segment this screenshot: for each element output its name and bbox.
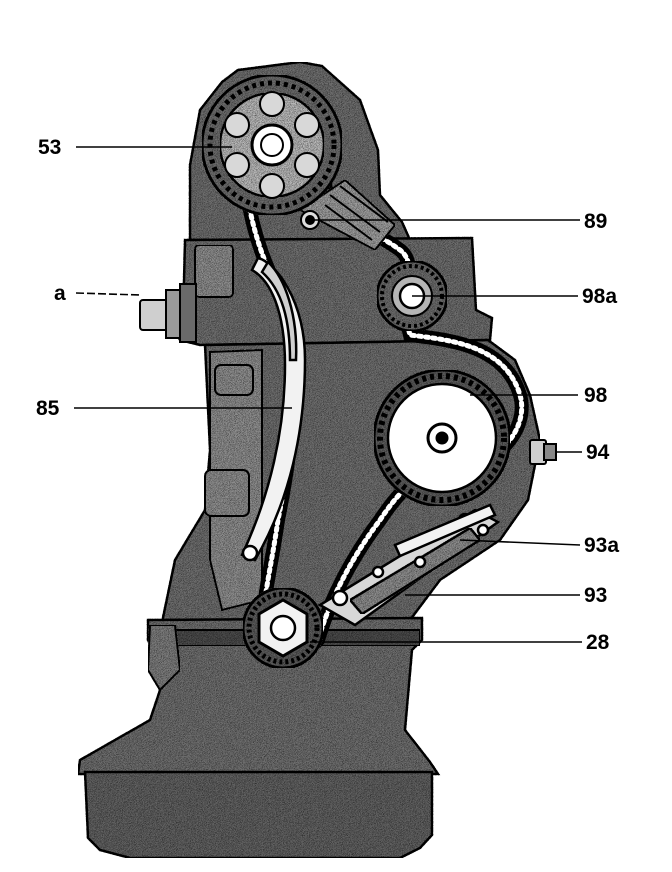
callout-98a: 98a [582, 285, 617, 308]
callout-93a: 93a [584, 534, 619, 557]
boss-left-1 [214, 364, 254, 396]
tensioner-89 [298, 178, 397, 252]
oil-sump [83, 770, 434, 860]
callout-85: 85 [36, 397, 60, 420]
rail-pivot-bottom [241, 544, 259, 562]
callout-94: 94 [586, 441, 610, 464]
crankshaft-sprocket-28 [241, 586, 325, 670]
callout-labels: 53 89 a 98a 85 98 94 93a 93 28 [36, 136, 619, 654]
tensioner-rail [240, 256, 307, 562]
callout-98: 98 [584, 384, 608, 407]
callout-89: 89 [584, 210, 607, 233]
mount-bolt-a [139, 283, 197, 343]
tensioner-plunger-93a [393, 503, 497, 558]
leader-93a [459, 539, 581, 546]
callout-93: 93 [584, 584, 607, 607]
rail-shoe [260, 260, 298, 362]
front-mount-ear [146, 624, 182, 692]
callout-a: a [54, 282, 66, 305]
leader-lines [74, 146, 582, 643]
chain-tensioner-93 [317, 503, 501, 627]
camshaft-sprocket [200, 73, 344, 217]
auxiliary-sprocket-98 [372, 368, 512, 508]
water-pump-pad [194, 244, 234, 298]
callout-28: 28 [586, 631, 610, 654]
boss-left-2 [204, 469, 250, 517]
leader-a [75, 292, 141, 296]
bolt-94 [529, 439, 557, 465]
callout-53: 53 [38, 136, 61, 159]
